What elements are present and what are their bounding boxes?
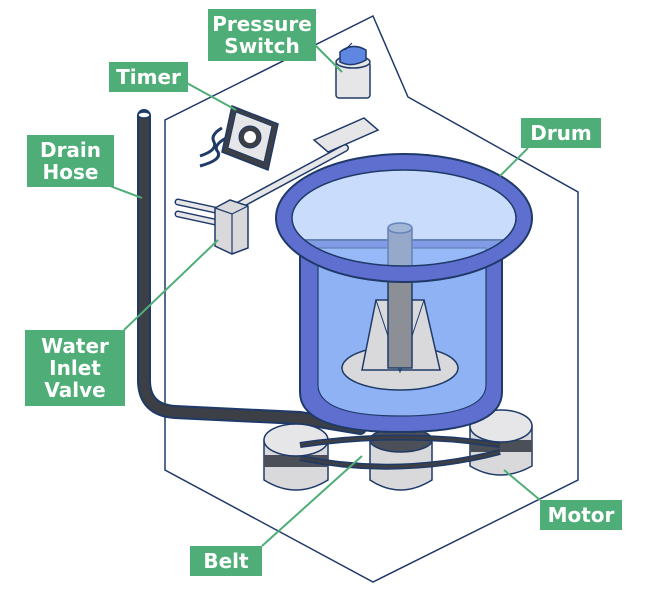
label-belt-line-1: Belt <box>203 549 249 573</box>
timer-part <box>199 104 279 172</box>
leader-lines <box>109 45 541 547</box>
label-timer: Timer <box>109 62 188 92</box>
label-drum: Drum <box>521 118 601 148</box>
label-water-inlet-valve-line-2: Inlet <box>49 356 101 380</box>
label-water-inlet-valve: Water Inlet Valve <box>25 330 125 406</box>
label-motor-line-1: Motor <box>547 503 615 527</box>
label-drain-hose-line-1: Drain <box>39 138 102 162</box>
label-belt: Belt <box>190 546 262 576</box>
leader-timer <box>184 81 237 111</box>
leader-pressure-switch <box>315 45 343 73</box>
water-inlet-valve-part <box>174 117 380 255</box>
label-water-inlet-valve-line-1: Water <box>41 334 109 358</box>
label-pressure-switch-line-1: Pressure <box>212 12 312 36</box>
label-drain-hose: Drain Hose <box>27 135 114 187</box>
label-motor: Motor <box>540 500 622 530</box>
pressure-switch-part <box>335 42 371 99</box>
leader-drain-hose <box>109 185 143 199</box>
label-timer-line-1: Timer <box>116 65 181 89</box>
label-pressure-switch-line-2: Switch <box>224 34 300 58</box>
leader-drum <box>499 147 529 177</box>
label-water-inlet-valve-line-3: Valve <box>44 378 106 402</box>
leader-motor <box>503 469 541 501</box>
label-drain-hose-line-2: Hose <box>42 160 99 184</box>
leader-belt <box>261 455 363 547</box>
drum-part <box>275 153 533 434</box>
drain-hose <box>137 109 367 435</box>
label-pressure-switch: Pressure Switch <box>208 9 316 61</box>
belt-part <box>299 434 501 470</box>
leader-water-inlet-valve <box>123 239 219 331</box>
label-drum-line-1: Drum <box>530 121 592 145</box>
